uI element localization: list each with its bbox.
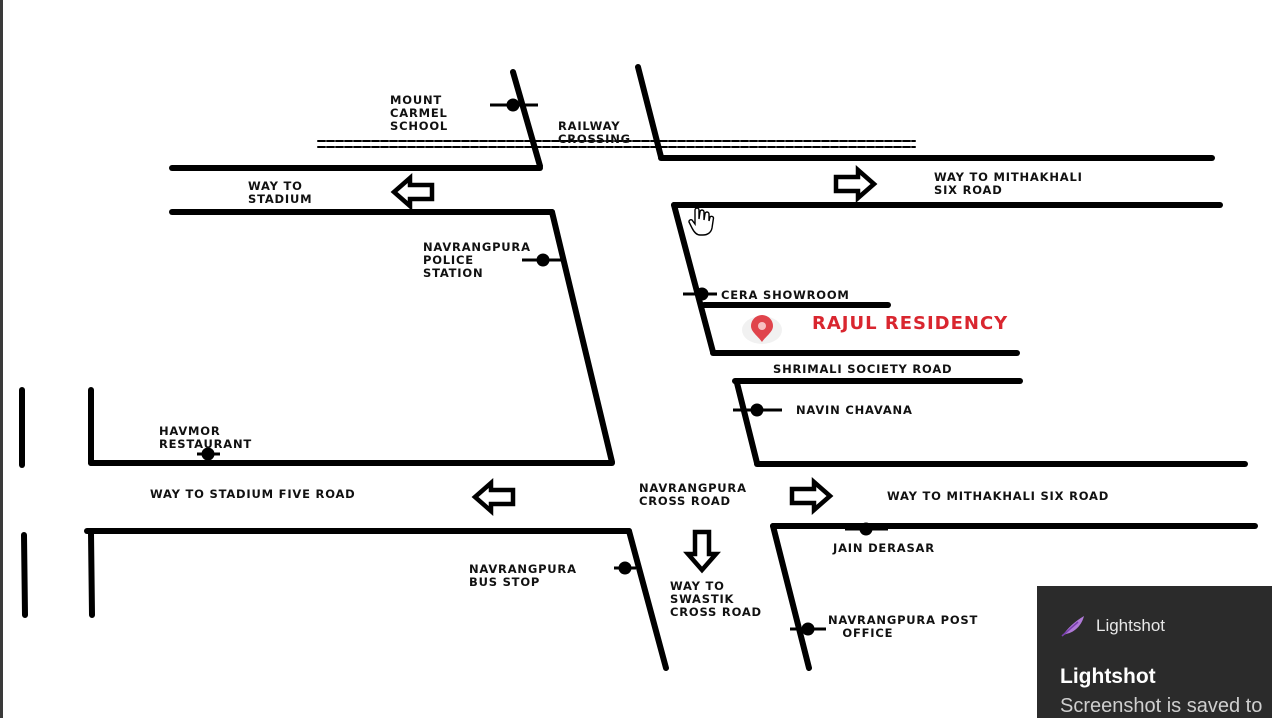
marker-havmor <box>197 447 220 461</box>
notification-message: Screenshot is saved to <box>1060 695 1263 717</box>
label-way-to-mithakhali-top: WAY TO MITHAKHALI SIX ROAD <box>934 170 1083 197</box>
label-way-to-swastik: WAY TO SWASTIK CROSS ROAD <box>670 579 762 619</box>
notification-title: Lightshot <box>1060 665 1156 688</box>
label-shrimali-society-road: SHRIMALI SOCIETY ROAD <box>773 362 953 376</box>
marker-bus-stop <box>614 561 636 575</box>
label-navrangpura-bus-stop: NAVRANGPURA BUS STOP <box>469 562 577 589</box>
label-jain-derasar: JAIN DERASAR <box>833 541 935 555</box>
label-navrangpura-post-office: NAVRANGPURA POST OFFICE <box>828 613 979 640</box>
notification-app-name: Lightshot <box>1096 616 1165 635</box>
road <box>88 530 95 618</box>
label-railway-crossing: RAILWAY CROSSING <box>558 119 631 146</box>
marker-jain-derasar <box>845 522 888 536</box>
arrow-left-stadium-five-road <box>475 483 513 511</box>
road <box>635 64 664 160</box>
marker-police-station <box>522 253 564 267</box>
label-way-to-stadium-five-road: WAY TO STADIUM FIVE ROAD <box>150 487 356 501</box>
window-edge <box>0 0 3 718</box>
marker-post-office <box>790 622 826 636</box>
marker-cera-showroom <box>683 287 717 301</box>
arrow-down-swastik <box>688 532 716 570</box>
marker-navin-chavana <box>733 403 782 417</box>
arrow-right-mithakhali-top <box>836 170 874 198</box>
road <box>734 380 760 466</box>
road <box>21 532 28 618</box>
label-way-to-stadium: WAY TO STADIUM <box>248 179 313 206</box>
arrow-right-mithakhali-bottom <box>792 482 830 510</box>
label-navrangpura-cross-road: NAVRANGPURA CROSS ROAD <box>639 481 747 508</box>
arrow-left-stadium <box>394 178 432 206</box>
lightshot-notification[interactable]: Lightshot Lightshot Screenshot is saved … <box>1037 586 1272 718</box>
marker-mount-carmel <box>490 98 538 112</box>
label-navin-chavana: NAVIN CHAVANA <box>796 403 913 417</box>
hand-cursor-icon <box>688 207 715 236</box>
label-mount-carmel-school: MOUNT CARMEL SCHOOL <box>390 93 449 133</box>
road <box>671 202 716 355</box>
label-way-to-mithakhali-bottom: WAY TO MITHAKHALI SIX ROAD <box>887 489 1110 503</box>
road <box>549 209 615 465</box>
label-rajul-residency: RAJUL RESIDENCY <box>812 313 1009 334</box>
label-police-station: NAVRANGPURA POLICE STATION <box>423 240 531 280</box>
location-pin-icon <box>742 315 782 344</box>
road <box>510 69 543 169</box>
label-havmor-restaurant: HAVMOR RESTAURANT <box>159 424 253 451</box>
road <box>626 528 669 671</box>
road <box>770 523 812 671</box>
feather-icon <box>1061 616 1084 637</box>
label-cera-showroom: CERA SHOWROOM <box>721 288 850 302</box>
